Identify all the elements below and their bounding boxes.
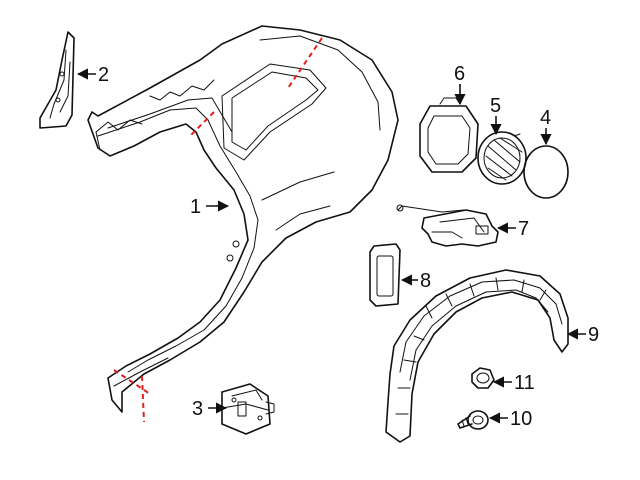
wheel-liner-part: [385, 269, 569, 443]
callout-1: 1: [190, 196, 201, 218]
callout-2: 2: [98, 64, 109, 86]
callout-5: 5: [490, 95, 501, 117]
callout-6: 6: [454, 63, 465, 85]
callout-3: 3: [192, 398, 203, 420]
callout-7: 7: [518, 218, 529, 240]
callout-9: 9: [588, 324, 599, 346]
fuel-door-part: [523, 145, 569, 199]
callout-4: 4: [540, 107, 551, 129]
filler-pocket-part: [477, 131, 527, 185]
actuator-part: [396, 204, 499, 247]
nut-part: [471, 367, 495, 389]
leader-lines: [76, 68, 586, 424]
callout-labels: 1 2 3 4 5 6 7 8 9 10 11: [98, 63, 599, 430]
bracket-part: [221, 383, 275, 435]
quarter-panel-part: [87, 25, 399, 423]
callout-10: 10: [510, 408, 532, 430]
pillar-trim-part: [39, 31, 75, 129]
screw-part: [457, 410, 489, 430]
callout-8: 8: [420, 270, 431, 292]
filler-housing-part: [419, 97, 479, 173]
pad-part: [369, 243, 401, 307]
callout-11: 11: [514, 372, 535, 394]
